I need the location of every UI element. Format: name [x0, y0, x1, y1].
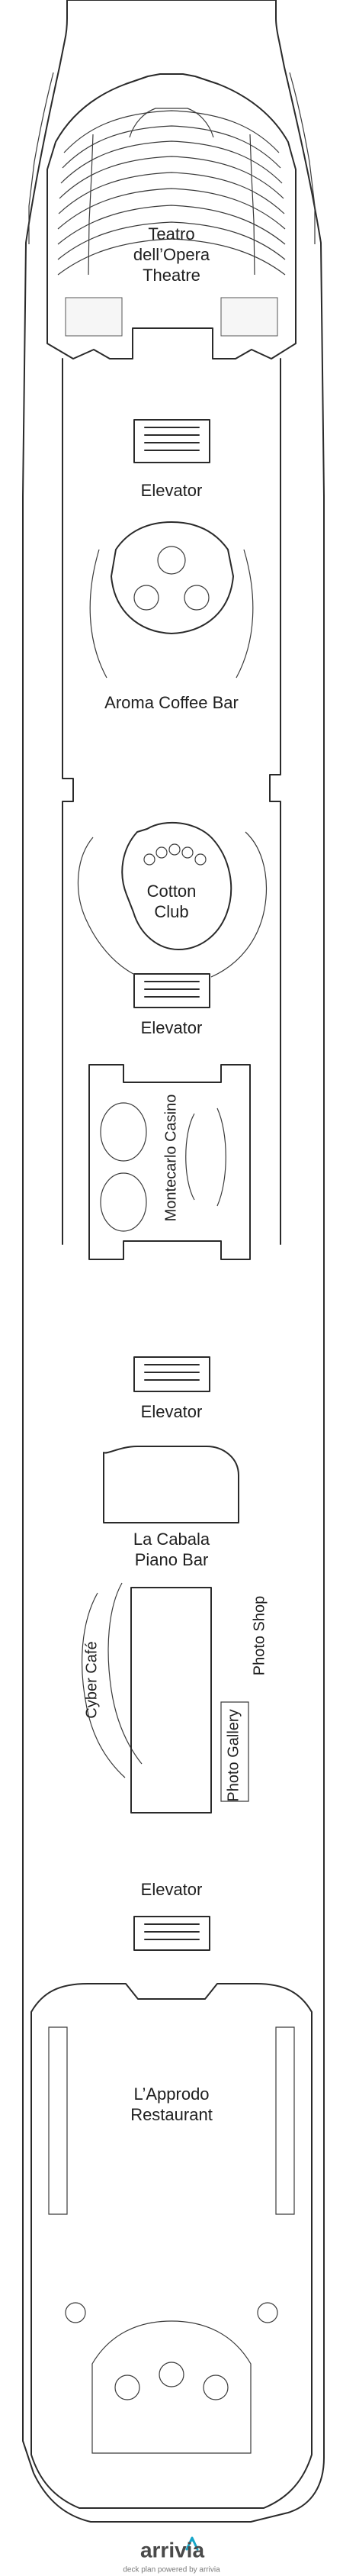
cotton-club-side-arc [210, 831, 267, 978]
restaurant-right-service [275, 2026, 295, 2215]
restaurant-table [257, 2302, 278, 2323]
theatre-seat-row [57, 221, 286, 260]
elevator-bank-2 [133, 973, 210, 1008]
restaurant-table [114, 2374, 140, 2400]
cotton-club-table [143, 853, 155, 866]
restaurant-outline [30, 1983, 313, 2509]
theatre-seat-row [63, 110, 280, 153]
aroma-coffee-bar-label: Aroma Coffee Bar [104, 693, 239, 712]
restaurant-label-line-2: Restaurant [130, 2105, 213, 2124]
arrivia-logo-icon [185, 2536, 199, 2551]
elevator-bank-1 [133, 419, 210, 463]
cyber-cafe-label: Cyber Café [83, 1641, 100, 1718]
aroma-table [184, 585, 210, 611]
theatre-seat-row [62, 125, 281, 169]
theatre-seat-row [59, 156, 284, 199]
restaurant-left-service [48, 2026, 68, 2215]
restaurant-table [65, 2302, 86, 2323]
photo-gallery-label: Photo Gallery [225, 1709, 242, 1801]
cotton-club-outline [121, 821, 232, 950]
theatre-seat-row [57, 205, 286, 245]
elevator-label-2: Elevator [141, 1018, 203, 1037]
casino-bar [185, 1107, 226, 1207]
aroma-bar-outline [111, 521, 234, 634]
theatre-aisle-right [249, 134, 255, 276]
aroma-table [133, 585, 159, 611]
cotton-club-table [155, 846, 168, 859]
elevator-bank-3 [133, 1356, 210, 1392]
la-cabala-label-line-1: La Cabala [133, 1530, 210, 1549]
casino-table [100, 1172, 147, 1232]
piano-bar-outline [103, 1446, 239, 1523]
theatre-seat-row [57, 188, 286, 230]
hull-outline [22, 0, 325, 2523]
cotton-club-label-line-2: Club [154, 902, 188, 921]
cotton-club-side-arc [77, 837, 134, 975]
restaurant-lower-bay [91, 2320, 252, 2454]
arrivia-logo: arrivia [140, 2538, 204, 2561]
restaurant-table [203, 2374, 229, 2400]
theatre-side-block-left [65, 297, 123, 337]
aroma-curve [89, 549, 254, 679]
theatre-outline [46, 73, 297, 359]
elevator-label-4: Elevator [141, 1880, 203, 1899]
casino-label: Montecarlo Casino [162, 1095, 179, 1222]
elevator-bank-4 [133, 1916, 210, 1951]
powered-by-text: deck plan powered by arrivia [123, 2566, 220, 2574]
bow-inner-line-right [289, 72, 316, 244]
theatre-aisle-left [88, 134, 94, 276]
photo-shop-label: Photo Shop [251, 1596, 268, 1676]
casino-table [100, 1102, 147, 1162]
photo-gallery-outline [220, 1701, 249, 1802]
theatre-side-block-right [220, 297, 278, 337]
theatre-label-line-3: Theatre [143, 266, 200, 285]
cotton-club-table [168, 843, 181, 856]
la-cabala-label-line-2: Piano Bar [135, 1550, 209, 1569]
cotton-club-table [181, 846, 194, 859]
casino-outline [88, 1064, 251, 1260]
aroma-table [157, 546, 186, 575]
photo-shop-outline [130, 1587, 212, 1814]
cyber-cafe-area [107, 1582, 143, 1765]
cotton-club-table [194, 853, 207, 866]
restaurant-table [159, 2362, 184, 2387]
bow-inner-line [28, 72, 54, 244]
cotton-club-label-line-1: Cotton [147, 882, 197, 901]
theatre-label-line-2: dell’Opera [133, 245, 210, 264]
cyber-cafe-area [82, 1592, 126, 1778]
theatre-seat-row [57, 238, 286, 276]
restaurant-label-line-1: L’Approdo [133, 2084, 209, 2104]
theatre-stage [129, 108, 214, 138]
elevator-label-1: Elevator [141, 481, 203, 500]
theatre-seat-row [58, 172, 285, 214]
theatre-label-line-1: Teatro [148, 224, 194, 243]
theatre-seat-row [60, 140, 283, 184]
elevator-label-3: Elevator [141, 1402, 203, 1421]
upper-lobby-outline [62, 358, 281, 1245]
